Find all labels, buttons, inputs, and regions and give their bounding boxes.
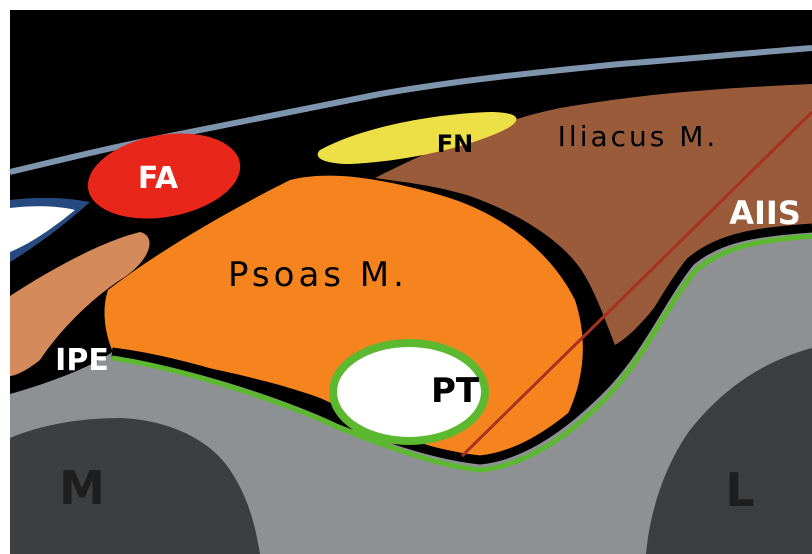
label-iliacus: Iliacus M. [558, 120, 719, 153]
label-pt: PT [431, 371, 480, 411]
label-l: L [725, 463, 754, 517]
label-m: M [59, 461, 105, 515]
label-fa: FA [138, 161, 179, 196]
label-psoas: Psoas M. [228, 255, 408, 295]
label-ipe: IPE [55, 343, 109, 378]
label-aiis: AIIS [729, 194, 801, 232]
label-fn: FN [437, 130, 473, 158]
